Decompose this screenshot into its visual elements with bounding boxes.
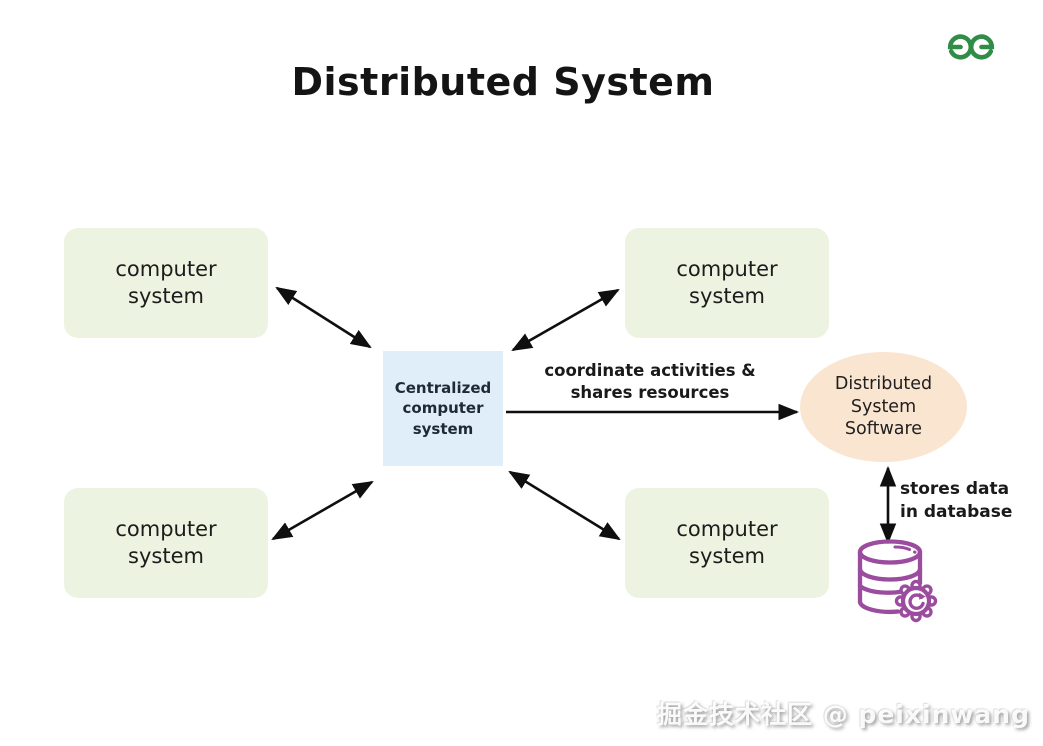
page-title: Distributed System <box>291 60 715 104</box>
coordinate-activities-label: coordinate activities & shares resources <box>544 361 756 403</box>
stores-data-label: stores data in database <box>900 479 1013 522</box>
arrow-top-left <box>275 286 372 349</box>
computer-system-label: computer system <box>115 256 217 308</box>
geeksforgeeks-logo-icon <box>947 34 995 60</box>
arrow-top-right <box>511 288 620 352</box>
centralized-computer-system-box: Centralized computer system <box>383 351 503 466</box>
arrow-bottom-left <box>271 480 374 541</box>
computer-system-box-top-left: computer system <box>64 228 268 338</box>
computer-system-box-bottom-right: computer system <box>625 488 829 598</box>
computer-system-label: computer system <box>115 516 217 568</box>
arrow-bottom-right <box>508 470 621 541</box>
distributed-system-software-label: Distributed System Software <box>834 373 933 440</box>
computer-system-box-bottom-left: computer system <box>64 488 268 598</box>
computer-system-box-top-right: computer system <box>625 228 829 338</box>
computer-system-label: computer system <box>676 516 778 568</box>
database-gear-icon <box>857 539 938 623</box>
gear-glyph <box>894 579 938 623</box>
distributed-system-software-ellipse: Distributed System Software <box>800 352 967 462</box>
computer-system-label: computer system <box>676 256 778 308</box>
centralized-computer-system-label: Centralized computer system <box>394 379 492 438</box>
watermark: 掘金技术社区 @ peixinwang <box>657 700 1030 729</box>
